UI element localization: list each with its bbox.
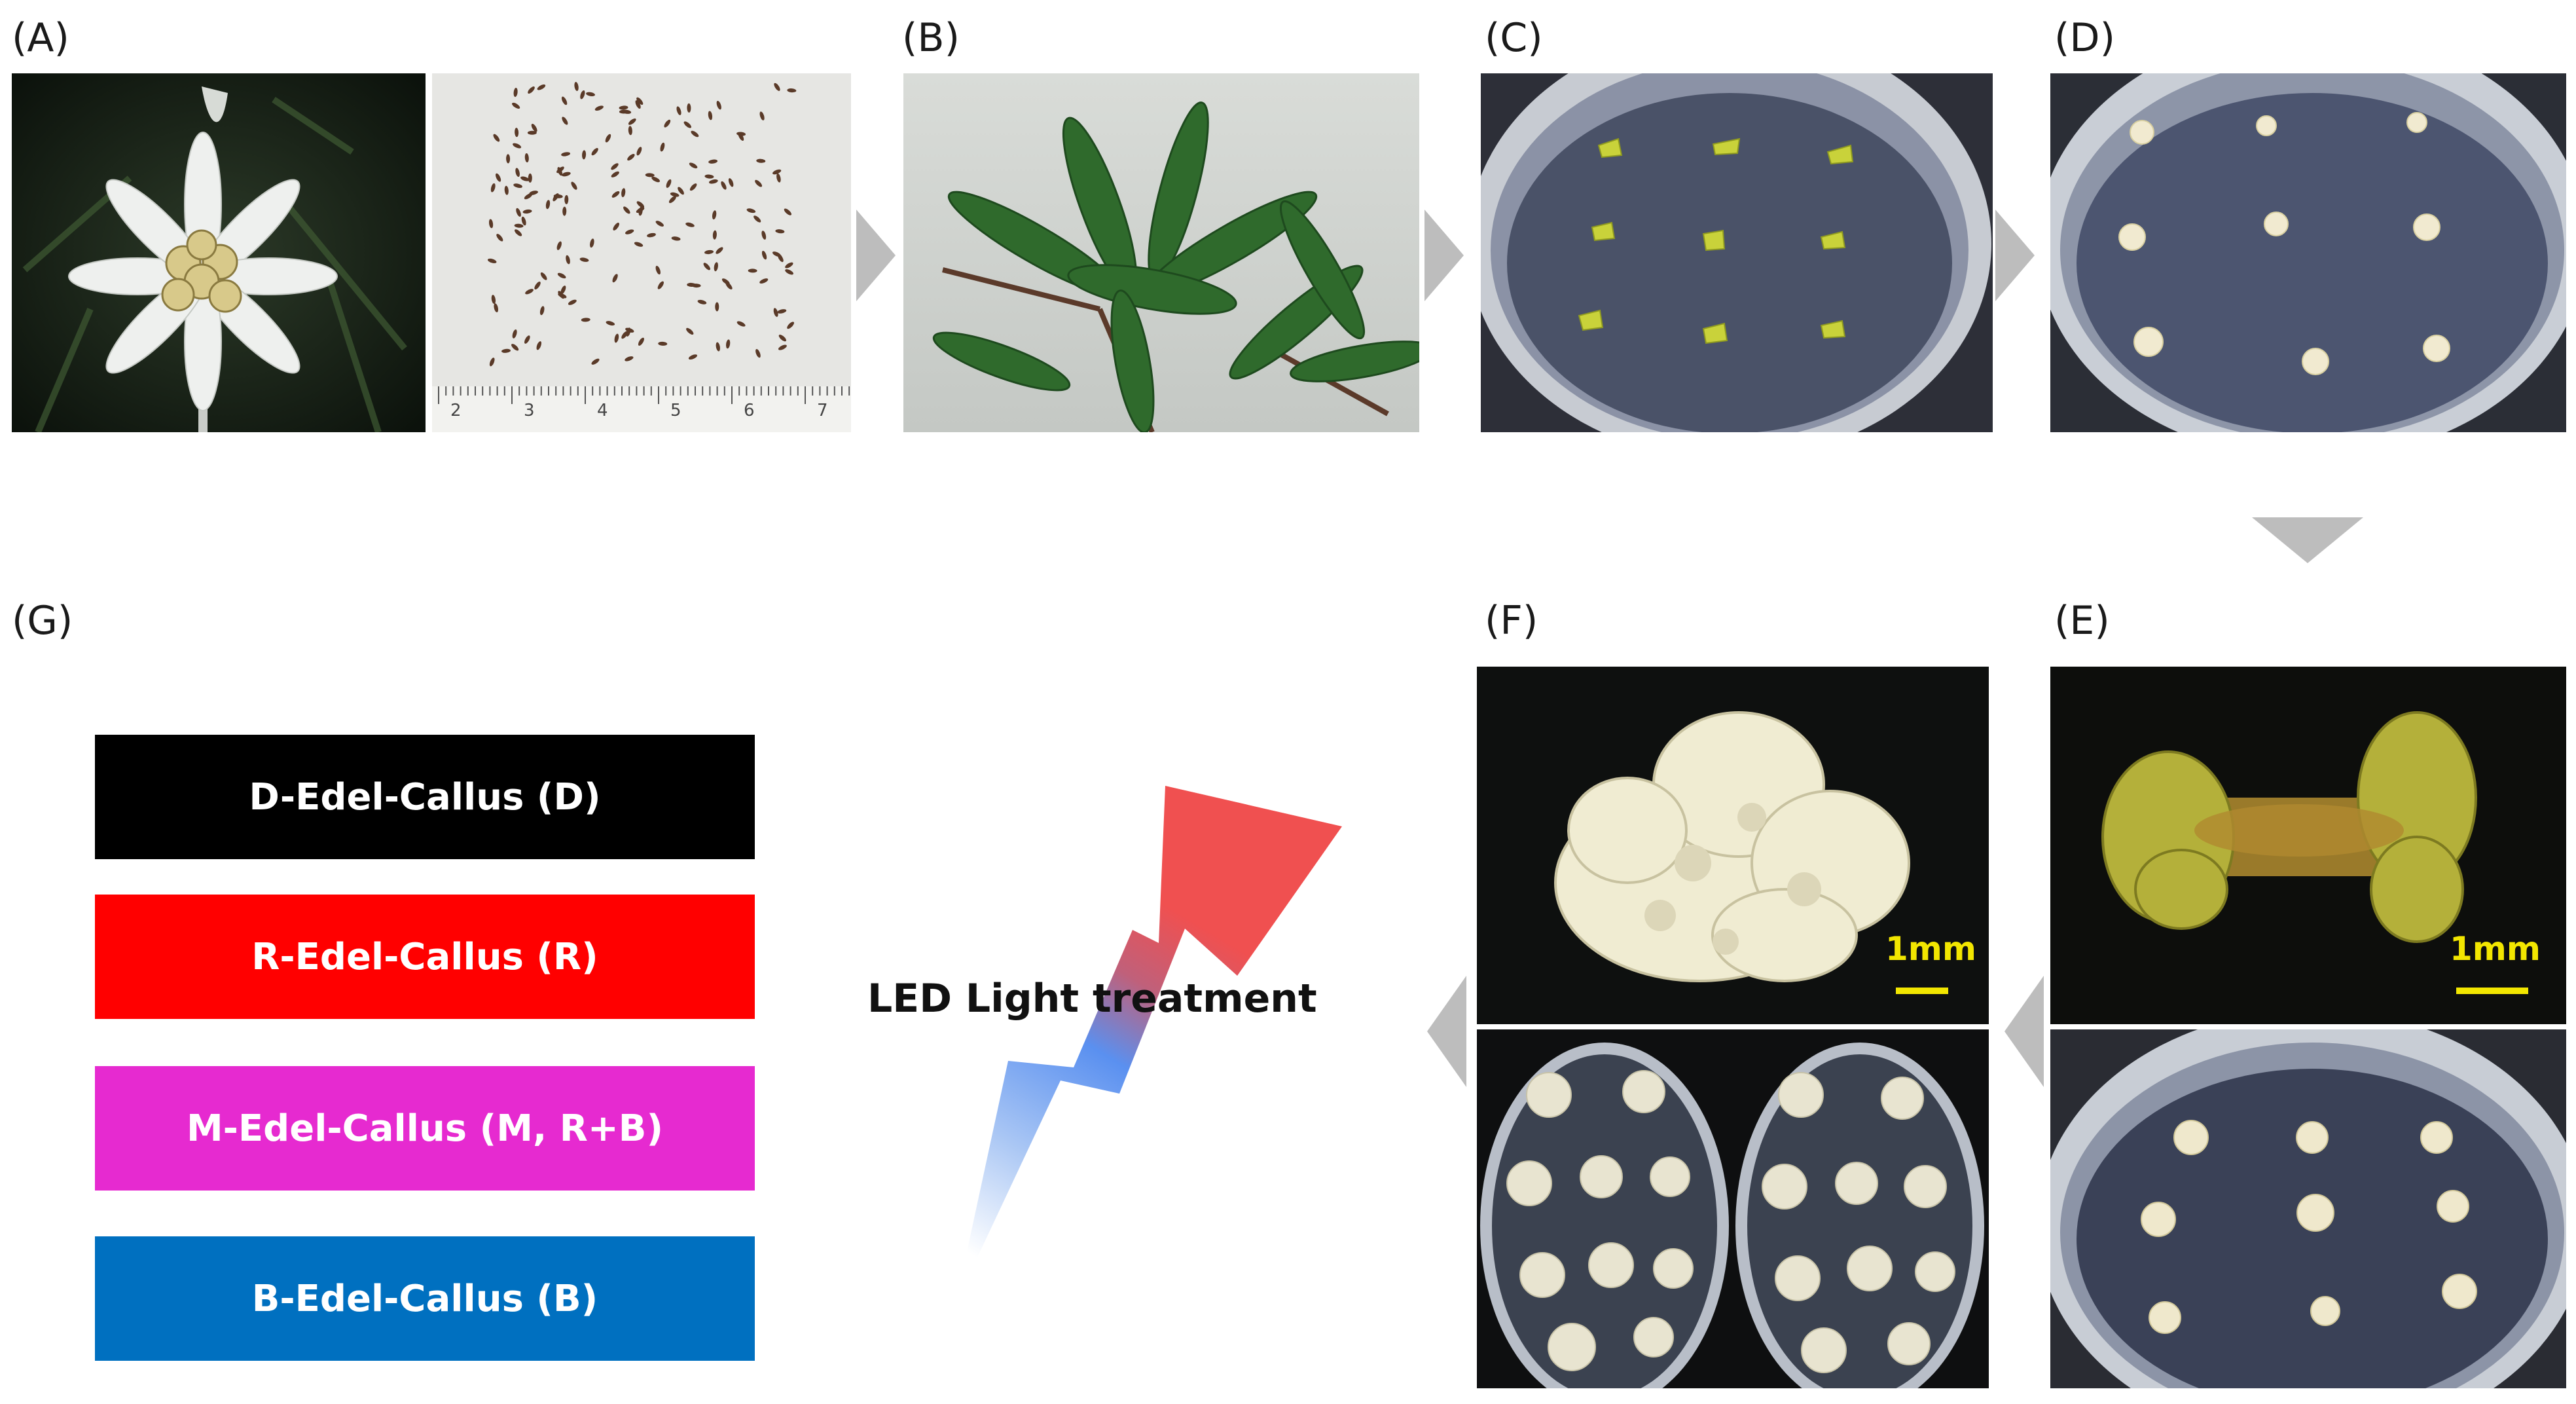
callus-dish-photo-e [2050,1029,2566,1388]
flow-arrow-left [1427,976,1466,1087]
flow-arrow-left [2005,976,2044,1087]
callus-closeup-photo-e [2050,667,2566,1024]
callus-group-label: B-Edel-Callus (B) [251,1277,598,1320]
ruler-tick-label: 4 [597,401,608,420]
ruler-tick-label: 5 [670,401,681,420]
panel-a-label: (A) [12,15,69,61]
panel-e-label: (E) [2054,598,2110,644]
in-vitro-plantlet-photo [903,73,1419,432]
callus-group-label: R-Edel-Callus (R) [251,935,598,978]
ruler-tick-label: 6 [744,401,755,420]
scale-bar-f [1896,988,1948,994]
scale-bar-label-e: 1mm [2450,930,2541,968]
callus-group-red: R-Edel-Callus (R) [95,895,755,1019]
scale-bar-label-f: 1mm [1885,930,1976,968]
callus-closeup-photo-f [1477,667,1989,1024]
lightning-bolt-icon [943,779,1362,1316]
flow-arrow-right [856,210,896,301]
leaf-explant-dish-photo [1481,73,1993,432]
early-callus-dish-photo [2050,73,2566,432]
callus-group-dark: D-Edel-Callus (D) [95,735,755,859]
callus-group-mixed: M-Edel-Callus (M, R+B) [95,1066,755,1191]
seeds-on-ruler-photo [432,73,851,432]
callus-dishes-photo-f [1477,1029,1989,1388]
flow-arrow-right [1995,210,2035,301]
callus-group-blue: B-Edel-Callus (B) [95,1236,755,1361]
panel-b-label: (B) [902,15,960,61]
panel-g-label: (G) [12,598,73,644]
ruler-tick-label: 3 [524,401,535,420]
led-treatment-label: LED Light treatment [867,976,1317,1022]
callus-group-label: D-Edel-Callus (D) [249,775,601,819]
flow-arrow-down [2252,517,2363,563]
panel-c-label: (C) [1485,15,1543,61]
panel-d-label: (D) [2054,15,2116,61]
flow-arrow-right [1424,210,1464,301]
ruler-tick-label: 7 [817,401,828,420]
edelweiss-flower-photo [12,73,426,432]
panel-f-label: (F) [1485,598,1538,644]
ruler-tick-label: 2 [450,401,462,420]
callus-group-label: M-Edel-Callus (M, R+B) [186,1107,664,1150]
scale-bar-e [2456,988,2528,994]
ruler-scale: 2 3 4 5 6 7 [432,401,851,427]
